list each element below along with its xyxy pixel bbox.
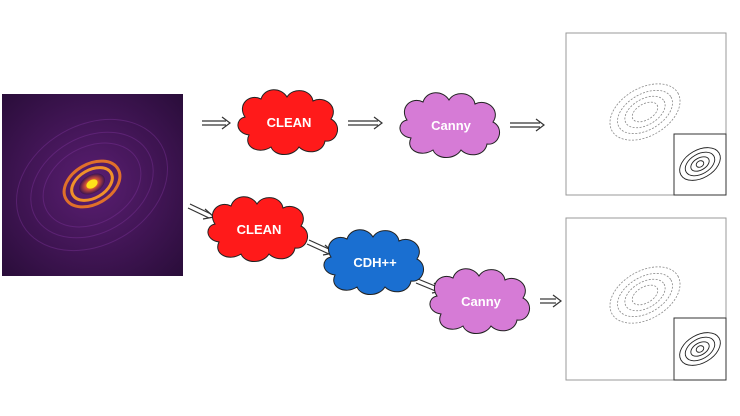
cloud-shape [323,229,425,295]
edge-map-top [565,32,727,196]
canny-top-cloud: Canny [399,92,501,158]
clean-top-cloud: CLEAN [237,89,339,155]
clean-bottom-label: CLEAN [237,222,282,237]
edge-map-bottom [565,217,727,381]
clean-bottom-cloud: CLEAN [207,196,309,262]
canny-bottom-cloud: Canny [429,268,531,334]
cloud-shape [399,92,501,158]
arrow-clean-to-canny-top [348,116,383,130]
canny-top-label: Canny [431,118,472,133]
cdh-label: CDH++ [353,255,397,270]
canny-bottom-label: Canny [461,294,502,309]
input-disc-image [2,94,183,276]
cloud-shape [429,268,531,334]
cloud-shape [237,89,339,155]
arrow-canny-to-output-bottom [540,294,562,308]
cdh-cloud: CDH++ [323,229,425,295]
arrow-canny-to-output-top [510,118,545,132]
clean-top-label: CLEAN [267,115,312,130]
arrow-input-to-clean-top [202,116,231,130]
cloud-shape [207,196,309,262]
arrow-input-to-clean-bottom [187,203,216,220]
